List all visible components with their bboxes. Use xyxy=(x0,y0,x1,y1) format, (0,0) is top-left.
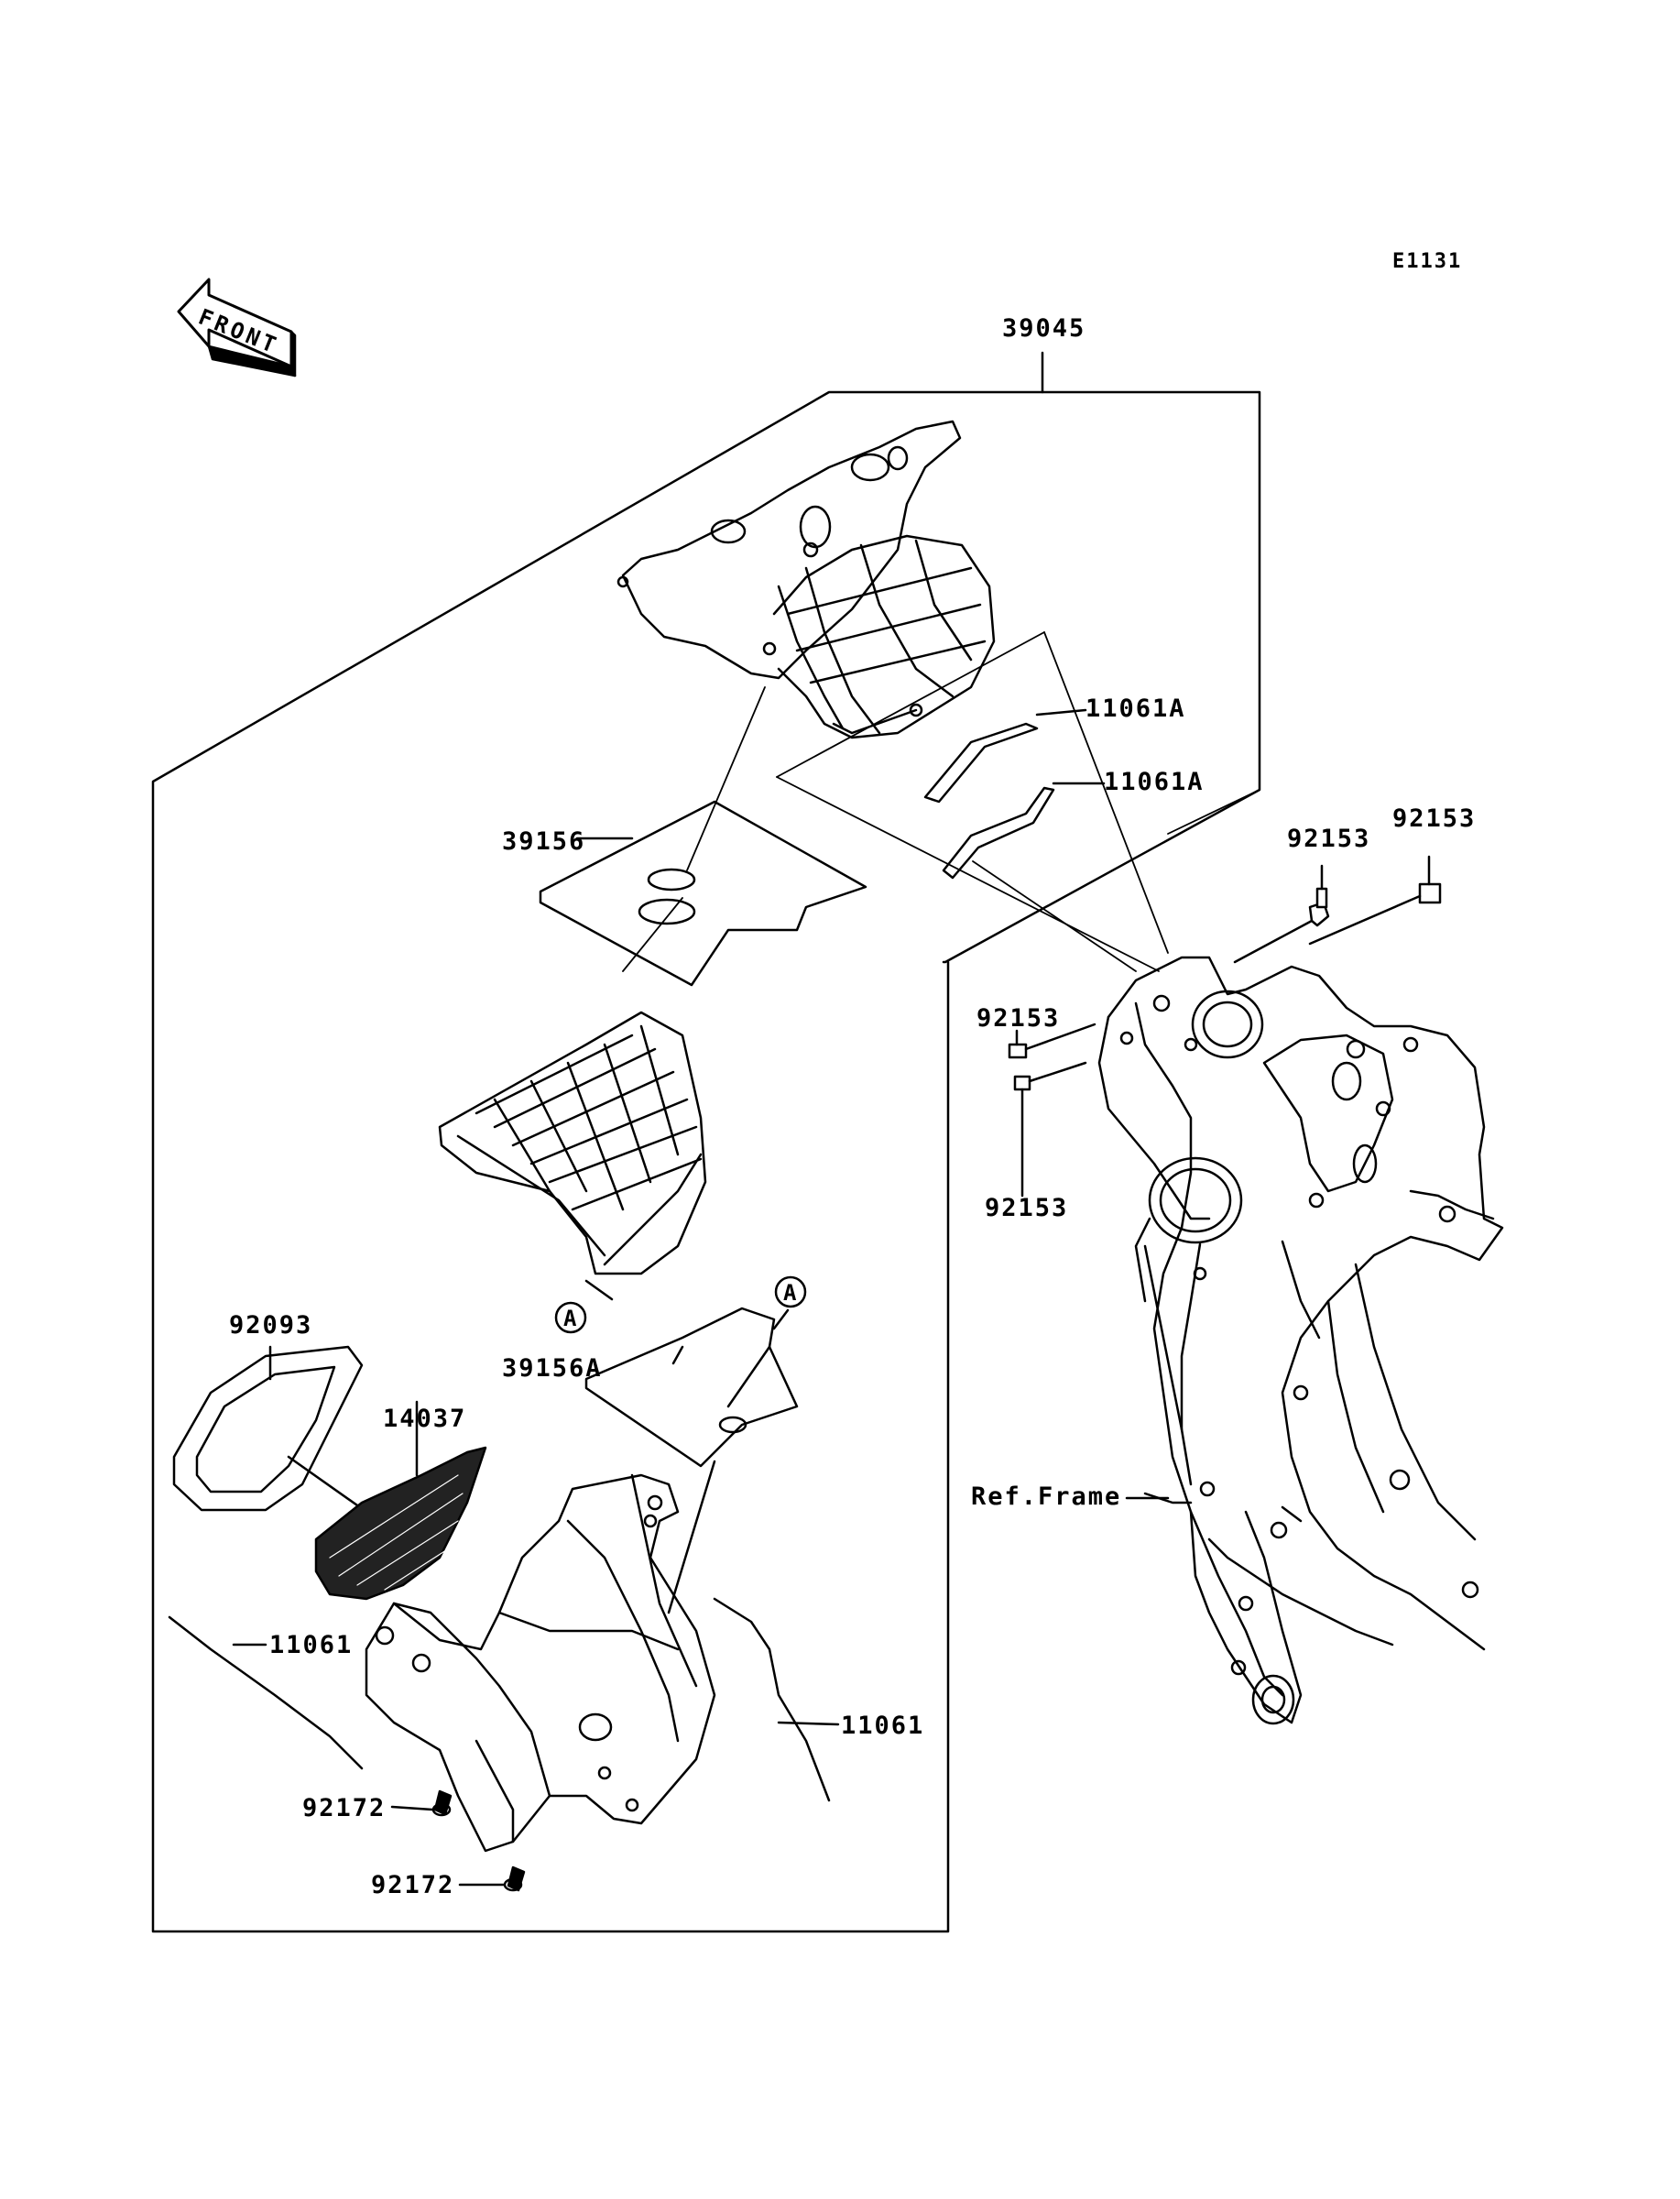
label-11061-left: 11061 xyxy=(269,1631,354,1659)
label-39156a: 39156A xyxy=(502,1354,603,1383)
label-11061-right: 11061 xyxy=(841,1712,925,1740)
gasket-39156a xyxy=(584,1307,799,1468)
label-ref-frame: Ref.Frame xyxy=(971,1482,1122,1511)
front-arrow-icon: FRONT xyxy=(177,278,297,377)
bolt-92153-c xyxy=(1008,1023,1096,1059)
seal-11061a-top xyxy=(923,708,1087,804)
screw-92172-a xyxy=(390,1789,453,1817)
mesh-14037 xyxy=(314,1400,487,1601)
svg-text:A: A xyxy=(563,1306,577,1331)
svg-text:A: A xyxy=(783,1280,797,1306)
bolt-92153-b xyxy=(1308,855,1442,946)
callout-marker-a-left: A xyxy=(554,1301,587,1334)
label-39156: 39156 xyxy=(502,827,586,856)
label-92153-d: 92153 xyxy=(985,1194,1069,1222)
air-duct-housing xyxy=(616,420,996,739)
bolt-92153-a xyxy=(1233,864,1330,964)
callout-marker-a-right: A xyxy=(774,1275,807,1308)
label-11061a-top: 11061A xyxy=(1085,695,1186,723)
air-intake-grid xyxy=(438,1011,707,1301)
label-92172-a: 92172 xyxy=(302,1794,387,1822)
bolt-92153-d xyxy=(1013,1061,1087,1198)
seal-11061-right xyxy=(713,1597,840,1802)
label-14037: 14037 xyxy=(383,1405,467,1433)
label-92172-b: 92172 xyxy=(371,1871,455,1899)
label-11061a-bottom: 11061A xyxy=(1104,768,1205,796)
motorcycle-frame xyxy=(1097,956,1504,1725)
label-92153-a: 92153 xyxy=(1287,825,1371,853)
seal-11061-left xyxy=(168,1615,364,1770)
lower-duct xyxy=(365,1460,716,1853)
label-92153-c: 92153 xyxy=(976,1004,1061,1033)
seal-11061a-bottom xyxy=(942,782,1106,880)
gasket-39156 xyxy=(539,800,867,987)
label-92093: 92093 xyxy=(229,1311,313,1340)
label-92153-b: 92153 xyxy=(1392,804,1477,833)
trim-92093 xyxy=(172,1345,368,1514)
label-39045: 39045 xyxy=(1002,314,1086,343)
diagram-code: E1131 xyxy=(1392,250,1463,273)
screw-92172-b xyxy=(458,1865,526,1892)
assembly-box-outline xyxy=(151,351,1261,1933)
projection-lines xyxy=(622,631,1260,972)
